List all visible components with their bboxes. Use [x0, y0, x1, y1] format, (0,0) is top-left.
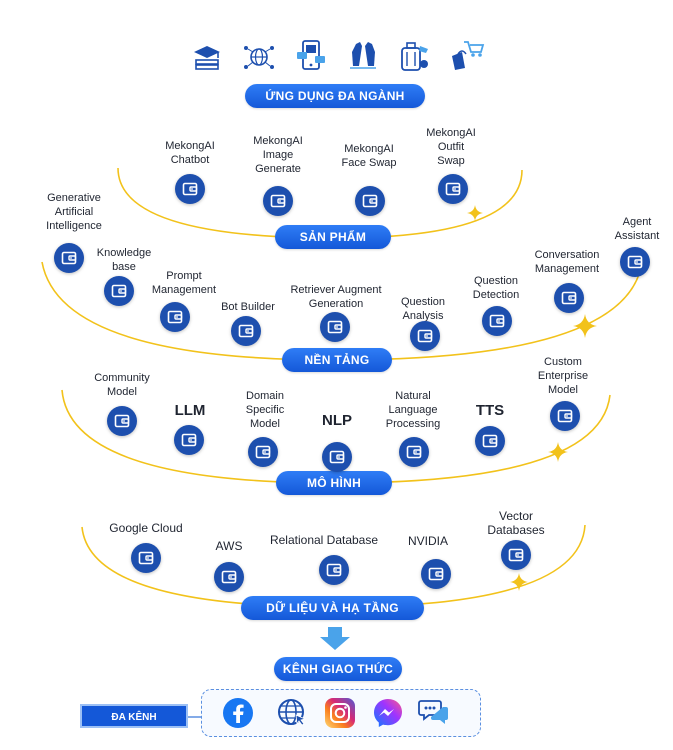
- wallet-icon: [175, 174, 205, 204]
- model-label: Community Model: [94, 372, 150, 398]
- messenger-icon[interactable]: [372, 697, 404, 729]
- model-label: Natural Language Processing: [385, 390, 441, 430]
- wallet-icon: [320, 312, 350, 342]
- shopping-cart-icon: [452, 41, 485, 70]
- platform-label: Retriever Augment Generation: [290, 284, 382, 310]
- wallet-icon: [214, 562, 244, 592]
- chat-bubbles-icon[interactable]: [418, 697, 450, 729]
- product-label: MekongAI Face Swap: [341, 143, 397, 169]
- section-san-pham-pill: SẢN PHẨM: [275, 225, 391, 249]
- platform-label: Question Analysis: [400, 296, 446, 322]
- wallet-icon: [399, 437, 429, 467]
- platform-label: Prompt Management: [151, 270, 217, 296]
- arc-platform: [41, 261, 643, 361]
- product-label: MekongAI Image Generate: [253, 135, 303, 175]
- wallet-icon: [322, 442, 352, 472]
- section-nen-tang-pill: NỀN TẢNG: [282, 348, 392, 372]
- infra-label: NVIDIA: [407, 534, 449, 548]
- platform-label: Agent Assistant: [614, 216, 660, 242]
- section-du-lieu-pill: DỮ LIỆU VÀ HẠ TẦNG: [241, 596, 424, 620]
- sparkle-icon: [510, 573, 528, 591]
- instagram-icon[interactable]: [324, 697, 356, 729]
- wallet-icon: [355, 186, 385, 216]
- wallet-icon: [248, 437, 278, 467]
- infra-label: Google Cloud: [109, 521, 183, 535]
- fashion-clothing-icon: [350, 42, 376, 69]
- connector-line: [188, 716, 202, 718]
- wallet-icon: [319, 555, 349, 585]
- multichannel-label: ĐA KÊNH: [80, 704, 188, 728]
- wallet-icon: [104, 276, 134, 306]
- wallet-icon: [231, 316, 261, 346]
- wallet-icon: [620, 247, 650, 277]
- wallet-icon: [174, 425, 204, 455]
- model-label: Domain Specific Model: [245, 390, 285, 430]
- wallet-icon: [475, 426, 505, 456]
- section-mo-hinh-pill: MÔ HÌNH: [276, 471, 392, 495]
- platform-label: Bot Builder: [221, 301, 275, 313]
- sparkle-icon: [573, 314, 597, 338]
- sparkle-icon: [467, 205, 483, 221]
- education-icon: [194, 46, 220, 70]
- network-globe-icon: [244, 46, 274, 69]
- platform-label: Conversation Management: [534, 249, 600, 275]
- sparkle-icon: [548, 442, 568, 462]
- platform-label: Generative Artificial Intelligence: [46, 192, 102, 232]
- wallet-icon: [550, 401, 580, 431]
- wallet-icon: [54, 243, 84, 273]
- web-globe-icon[interactable]: [276, 697, 308, 729]
- infra-label: Vector Databases: [487, 509, 545, 537]
- section-header-pill: ỨNG DỤNG ĐA NGÀNH: [245, 84, 425, 108]
- infra-label: Relational Database: [269, 533, 379, 547]
- infra-label: AWS: [215, 539, 243, 553]
- wallet-icon: [131, 543, 161, 573]
- facebook-icon[interactable]: [222, 697, 254, 729]
- wallet-icon: [482, 306, 512, 336]
- model-label: LLM: [174, 402, 206, 419]
- mobile-device-icon: [297, 40, 325, 70]
- product-label: MekongAI Outfit Swap: [426, 127, 476, 167]
- wallet-icon: [501, 540, 531, 570]
- down-arrow-icon: [320, 627, 350, 650]
- wallet-icon: [438, 174, 468, 204]
- wallet-icon: [263, 186, 293, 216]
- model-label: Custom Enterprise Model: [537, 356, 589, 396]
- wallet-icon: [160, 302, 190, 332]
- wallet-icon: [554, 283, 584, 313]
- model-label: TTS: [475, 402, 505, 419]
- wallet-icon: [107, 406, 137, 436]
- wallet-icon: [410, 321, 440, 351]
- travel-luggage-icon: [401, 42, 428, 71]
- platform-label: Knowledge base: [96, 247, 152, 273]
- model-label: NLP: [322, 412, 352, 429]
- product-label: MekongAI Chatbot: [165, 140, 215, 166]
- wallet-icon: [421, 559, 451, 589]
- section-kenh-pill: KÊNH GIAO THỨC: [274, 657, 402, 681]
- platform-label: Question Detection: [472, 275, 520, 301]
